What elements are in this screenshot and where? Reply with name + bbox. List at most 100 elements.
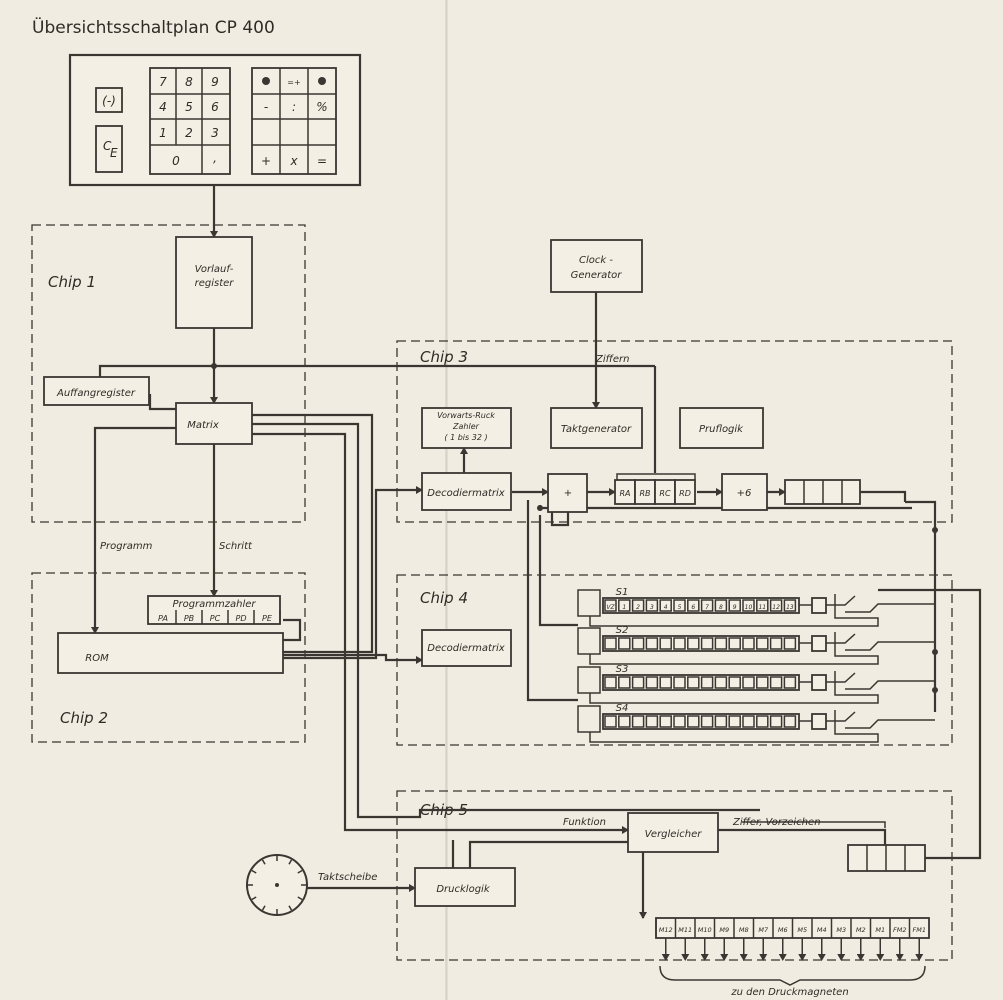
taktscheibe-disc <box>246 854 308 916</box>
sr-switch <box>799 633 935 651</box>
digit-key: 0 <box>172 154 180 168</box>
chip3-label: Chip 3 <box>420 348 468 366</box>
clock-generator-block <box>550 239 643 293</box>
sr-cell <box>631 637 645 650</box>
s1-cell-label: 8 <box>719 604 723 611</box>
sr-cell <box>659 676 672 689</box>
sr-cell <box>604 715 617 728</box>
clear-entry-key <box>95 125 123 173</box>
vorwarts-label-3: ( 1 bis 32 ) <box>444 433 487 442</box>
sr-cell <box>700 637 714 650</box>
sr-switch <box>799 672 935 690</box>
chip4-label: Chip 4 <box>420 589 468 607</box>
sr-gate <box>811 713 827 730</box>
sr-cell <box>783 676 797 689</box>
register-cell-label: RC <box>659 489 671 498</box>
sr-cell <box>618 637 631 650</box>
vorlaufregister-block <box>175 236 253 329</box>
magnet-cell-label: M1 <box>875 926 885 934</box>
sr-cell <box>756 637 769 650</box>
sr-cell <box>618 715 631 728</box>
schritt-label: Schritt <box>219 541 253 552</box>
sr-cell <box>769 715 783 728</box>
chip5-region <box>396 790 953 961</box>
disc-tick <box>297 869 303 874</box>
sr-cell <box>742 637 755 650</box>
vorwarts-label-1: Vorwarts-Ruck <box>437 411 495 420</box>
sr-connector <box>577 627 601 655</box>
vorwarts-ruck-zahler-block <box>421 407 512 449</box>
disc-tick <box>251 869 257 874</box>
decodiermatrix-chip4-label: Decodiermatrix <box>427 643 505 654</box>
magnet-cell-label: M9 <box>719 926 729 934</box>
digit-keypad <box>149 67 231 175</box>
sr-connector <box>577 705 601 733</box>
sr-cell <box>645 715 659 728</box>
adder-label: + <box>564 488 572 499</box>
magnet-cell-label: FM2 <box>893 926 906 934</box>
sr-cell <box>618 599 631 612</box>
sr-switch <box>799 595 935 613</box>
sr-cell <box>659 599 672 612</box>
shift-register: S1 <box>577 587 935 627</box>
sr-cell <box>728 637 741 650</box>
disc-tick <box>251 896 257 901</box>
clock-generator-label-1: Clock - <box>579 255 613 266</box>
shift-register: S4 <box>577 703 935 743</box>
ziffer-vorzeichen-label: Ziffer, Vorzeichen <box>732 817 821 828</box>
register-cell-label: RB <box>639 489 650 498</box>
sr-gate <box>811 635 827 652</box>
sr-cell <box>687 676 700 689</box>
shift-register-label: S2 <box>616 625 629 636</box>
vorlaufregister-label-2: register <box>195 278 235 289</box>
sr-cell <box>645 599 659 612</box>
vorwarts-label-2: Zahler <box>452 422 480 431</box>
pz-cell-label: PB <box>184 614 194 623</box>
s1-cell-label: 7 <box>705 604 709 611</box>
digit-key: 9 <box>211 75 219 89</box>
magnet-cell-label: M8 <box>739 926 749 934</box>
programm-label: Programm <box>100 541 153 552</box>
matrix-label: Matrix <box>187 420 219 431</box>
sr-cell <box>728 676 741 689</box>
disc-tick <box>261 859 266 865</box>
sr-cell <box>769 599 783 612</box>
shift-register-label: S1 <box>616 587 629 598</box>
output-buffer-chip3 <box>784 479 861 505</box>
matrix-block <box>175 402 253 445</box>
sr-cell <box>687 599 700 612</box>
magnet-cell-label: M3 <box>836 926 846 934</box>
sr-cell <box>673 637 686 650</box>
function-key: = <box>317 154 327 168</box>
decodiermatrix-chip3-block <box>421 472 512 511</box>
taktgenerator-block <box>550 407 643 449</box>
shift-register-label: S3 <box>616 664 629 675</box>
sr-cell <box>714 676 728 689</box>
plus-six-block <box>721 473 768 511</box>
sr-cell <box>673 676 686 689</box>
sr-cell <box>631 676 645 689</box>
sr-cell <box>673 715 686 728</box>
pz-cell-label: PE <box>262 614 273 623</box>
pz-cell-label: PD <box>236 614 247 623</box>
s1-cell-label: 11 <box>758 604 766 611</box>
sr-cell <box>714 637 728 650</box>
sr-cell <box>687 715 700 728</box>
sr-cell <box>631 599 645 612</box>
digit-key: 2 <box>185 126 193 140</box>
auffangregister-block <box>43 376 150 406</box>
chip1-label: Chip 1 <box>48 273 96 291</box>
function-key: : <box>292 100 296 114</box>
clock-generator-label-2: Generator <box>571 270 623 281</box>
s1-cell-label: 1 <box>622 604 626 611</box>
register-cell <box>674 479 696 505</box>
sr-cell <box>783 637 797 650</box>
sr-cell <box>728 715 741 728</box>
digit-key: 8 <box>185 75 193 89</box>
magnet-cell-label: M10 <box>698 926 712 934</box>
digit-key: , <box>213 151 217 165</box>
sr-cell <box>700 676 714 689</box>
sr-cell <box>769 676 783 689</box>
sr-connector <box>577 589 601 617</box>
